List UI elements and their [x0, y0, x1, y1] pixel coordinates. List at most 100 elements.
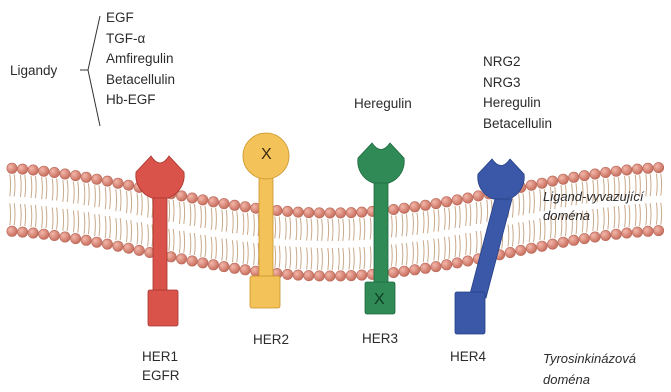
lipid-tail — [179, 231, 180, 253]
lipid-tail — [481, 202, 482, 224]
lipid-tail — [222, 210, 223, 232]
lipid-tail — [63, 180, 64, 202]
lipid-head — [113, 178, 123, 188]
lipid-tail — [300, 218, 301, 240]
lipid-tail — [67, 209, 68, 231]
lipid-tail — [444, 237, 445, 259]
lipid-tail — [275, 246, 276, 268]
lipid-tail — [597, 209, 598, 231]
lipid-head — [632, 164, 642, 174]
lipid-tail — [332, 248, 333, 270]
lipid-tail — [343, 219, 344, 241]
lipid-head — [632, 227, 642, 237]
lipid-head — [420, 200, 430, 210]
lipid-tail — [370, 217, 371, 239]
lipid-head — [314, 271, 324, 281]
lipid-tail — [529, 191, 530, 213]
lipid-tail — [46, 206, 47, 228]
lipid-head — [622, 165, 632, 175]
lipid-head — [463, 256, 473, 266]
lipid-tail — [470, 233, 471, 255]
lipid-tail — [661, 174, 662, 196]
lipid-head — [431, 261, 441, 271]
lipid-tail — [406, 214, 407, 236]
lipid-tail — [120, 218, 121, 240]
lipid-head — [282, 206, 292, 216]
her1-ligand: Hb-EGF — [106, 90, 175, 111]
lipid-head — [357, 270, 367, 280]
lipid-tail — [603, 208, 604, 230]
lipid-tail — [413, 213, 414, 235]
lipid-tail — [402, 214, 403, 236]
lipid-tail — [534, 191, 535, 213]
lipid-tail — [237, 240, 238, 262]
lipid-head — [441, 260, 451, 270]
lipid-head — [346, 270, 356, 280]
lipid-head — [92, 237, 102, 247]
lipid-tail — [650, 174, 651, 196]
lipid-tail — [317, 219, 318, 241]
lipid-tail — [126, 220, 127, 242]
lipid-tail — [131, 191, 132, 213]
lipid-head — [505, 247, 515, 257]
lipid-tail — [534, 220, 535, 242]
lipid-tail — [629, 205, 630, 227]
lipid-tail — [328, 219, 329, 241]
lipid-head — [622, 228, 632, 238]
lipid-tail — [656, 203, 657, 225]
lipid-head — [219, 261, 229, 271]
lipid-tail — [184, 231, 185, 253]
lipid-tail — [396, 244, 397, 266]
lipid-tail — [406, 243, 407, 265]
lipid-tail — [110, 216, 111, 238]
lipid-head — [335, 271, 345, 281]
lipid-tail — [84, 212, 85, 234]
lipid-head — [187, 193, 197, 203]
lipid-head — [39, 166, 49, 176]
lipid-head — [49, 230, 59, 240]
lipid-head — [431, 198, 441, 208]
lipid-head — [643, 226, 653, 236]
lipid-head — [590, 232, 600, 242]
lipid-tail — [46, 177, 47, 199]
lipid-head — [388, 267, 398, 277]
lipid-tail — [14, 174, 15, 196]
ligand-binding-domain-line1: Ligand-vyvazující — [543, 187, 643, 207]
lipid-tail — [360, 247, 361, 269]
lipid-tail — [300, 247, 301, 269]
lipid-head — [346, 207, 356, 217]
lipid-tail — [232, 211, 233, 233]
lipid-tail — [105, 187, 106, 209]
lipid-tail — [661, 203, 662, 225]
lipid-tail — [137, 222, 138, 244]
lipid-head — [399, 203, 409, 213]
lipid-head — [304, 207, 314, 217]
lipid-tail — [243, 213, 244, 235]
lipid-head — [7, 226, 17, 236]
lipid-tail — [205, 206, 206, 228]
lipid-tail — [190, 204, 191, 226]
lipid-head — [70, 233, 80, 243]
lipid-head — [600, 167, 610, 177]
lipid-tail — [137, 193, 138, 215]
lipid-tail — [141, 222, 142, 244]
lipid-tail — [57, 179, 58, 201]
lipid-tail — [402, 243, 403, 265]
lipid-head — [240, 202, 250, 212]
lipid-tail — [10, 174, 11, 196]
lipid-head — [579, 233, 589, 243]
lipid-tail — [523, 193, 524, 215]
lipid-head — [123, 180, 133, 190]
lipid-tail — [285, 246, 286, 268]
lipid-head — [17, 164, 27, 174]
lipid-tail — [63, 209, 64, 231]
lipid-tail — [455, 206, 456, 228]
lipid-head — [81, 172, 91, 182]
lipid-tail — [428, 240, 429, 262]
her3-x-mark: X — [374, 291, 385, 309]
tyrosine-kinase-domain-line1: Tyrosinkinázová — [543, 349, 636, 369]
lipid-tail — [423, 211, 424, 233]
her3-ligand-binding-domain — [358, 143, 404, 183]
lipid-tail — [31, 176, 32, 198]
lipid-tail — [201, 235, 202, 257]
